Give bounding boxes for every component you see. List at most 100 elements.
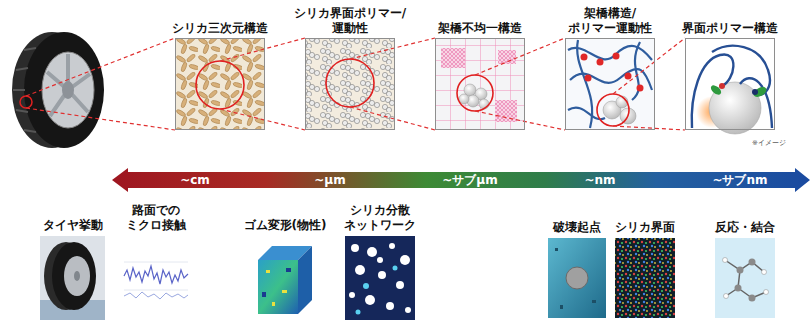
interface-polymer-structure-panel: [685, 38, 775, 134]
silica-network-image: [365, 295, 375, 305]
panel-title: 架橋構造/ ポリマー運動性: [568, 6, 652, 36]
zoom-line: [220, 38, 305, 61]
silica-network-image: [405, 307, 411, 313]
interface-polymer-panel: [305, 38, 395, 130]
reaction-bond-image: [735, 259, 756, 302]
fracture-origin-image: [566, 267, 588, 289]
silica-interface-image: [615, 238, 675, 318]
polymer-mobility-panel: [637, 85, 644, 92]
tire-photo: [74, 271, 80, 281]
micro-contact-graph: [124, 262, 188, 290]
scale-thumbnail: シリカ界面: [615, 238, 675, 318]
crosslink-heterogeneity-panel: [435, 38, 525, 130]
tire-photo: [40, 236, 105, 320]
reaction-bond-image: [749, 295, 756, 302]
rubber-cube: [262, 268, 291, 297]
tire-photo: [40, 236, 105, 320]
silica-network-image: [389, 243, 395, 249]
rubber-cube: [272, 302, 275, 306]
interface-polymer-panel: [305, 38, 395, 130]
silica-network-image: [363, 283, 369, 289]
zoom-line: [613, 38, 685, 94]
scale-thumbnail: ゴム変形(物性): [255, 236, 315, 320]
polymer-mobility-panel: [597, 94, 629, 126]
silica-network-image: [400, 255, 410, 265]
scale-thumbnail: 路面での ミクロ接触: [122, 236, 190, 320]
scale-label: ~cm: [180, 173, 210, 187]
structure-panel: シリカ三次元構造: [175, 38, 265, 130]
tire-photo: [64, 256, 90, 296]
reaction-bond-image: [764, 290, 769, 295]
polymer-mobility-panel: [581, 53, 644, 92]
silica-network-image: [345, 236, 415, 320]
rubber-cube: [258, 260, 298, 314]
polymer-mobility-panel: [632, 42, 640, 100]
rubber-cube: [298, 246, 312, 314]
tire-illustration: [24, 32, 104, 148]
panel-title: シリカ界面ポリマー/ 運動性: [294, 6, 406, 36]
silica-network-image: [386, 302, 394, 310]
polymer-mobility-panel: [568, 40, 652, 128]
rubber-cube: [255, 236, 315, 320]
interface-polymer-panel: [326, 59, 374, 107]
silica-network-image: [356, 266, 398, 315]
polymer-mobility-panel: [581, 54, 588, 61]
reaction-bond-image: [723, 258, 728, 263]
scale-label: ~nm: [584, 173, 615, 187]
interface-polymer-structure-panel: [719, 83, 725, 89]
micro-contact-graph: [122, 236, 190, 320]
polymer-mobility-panel: [625, 73, 632, 80]
crosslink-heterogeneity-panel: [479, 99, 489, 109]
tire-illustration: [62, 81, 74, 99]
panel-title: 界面ポリマー構造: [682, 21, 778, 36]
thumbnail-label: ゴム変形(物性): [244, 218, 327, 233]
micro-contact-graph: [122, 236, 190, 320]
silica-interface-image: [615, 238, 675, 318]
zoom-line: [475, 38, 565, 75]
panel-title: シリカ三次元構造: [172, 21, 268, 36]
silica-3d-structure: [175, 38, 265, 130]
structure-panel: 界面ポリマー構造: [685, 38, 775, 130]
polymer-mobility-panel: [585, 75, 592, 82]
structure-panel: 架橋不均一構造: [435, 38, 525, 130]
silica-network-image: [349, 292, 355, 298]
scale-thumbnail: 破壊起点: [548, 238, 606, 318]
polymer-mobility-panel: [568, 46, 652, 60]
tire-illustration: [12, 32, 175, 148]
scale-thumbnail: タイヤ挙動: [40, 236, 105, 320]
silica-network-image: [356, 310, 361, 315]
micro-contact-graph: [124, 292, 188, 299]
silica-interface-image: [615, 238, 675, 318]
rubber-cube: [266, 270, 287, 306]
reaction-bond-image: [723, 258, 769, 299]
zoom-line: [350, 38, 435, 59]
scale-label: ~μm: [314, 173, 345, 187]
reaction-bond-image: [715, 238, 775, 318]
tire-photo: [52, 242, 96, 310]
interface-polymer-structure-panel: [709, 82, 761, 134]
crosslink-heterogeneity-panel: [441, 48, 465, 68]
polymer-mobility-panel: [603, 96, 636, 124]
panel-title: 架橋不均一構造: [438, 21, 522, 36]
scale-label: ~サブnm: [712, 172, 767, 189]
scale-arrow: [112, 168, 810, 192]
reaction-bond-image: [762, 270, 767, 275]
rubber-cube: [266, 270, 270, 273]
fracture-origin-image: [548, 238, 606, 318]
silica-network-image: [349, 243, 411, 313]
thumbnail-label: 路面での ミクロ接触: [126, 203, 186, 233]
silica-3d-structure: [196, 61, 244, 109]
silica-network-image: [355, 265, 365, 275]
silica-network-image: [351, 244, 359, 252]
silica-3d-structure: [175, 38, 265, 130]
silica-network-image: [393, 266, 398, 271]
interface-polymer-structure-panel: [692, 46, 772, 128]
tire-illustration: [42, 52, 94, 128]
rubber-cube: [262, 292, 266, 297]
silica-network-image: [378, 271, 386, 279]
interface-polymer-structure-panel: [692, 54, 734, 128]
structure-panel: 架橋構造/ ポリマー運動性: [565, 38, 655, 130]
polymer-mobility-panel: [565, 38, 655, 130]
